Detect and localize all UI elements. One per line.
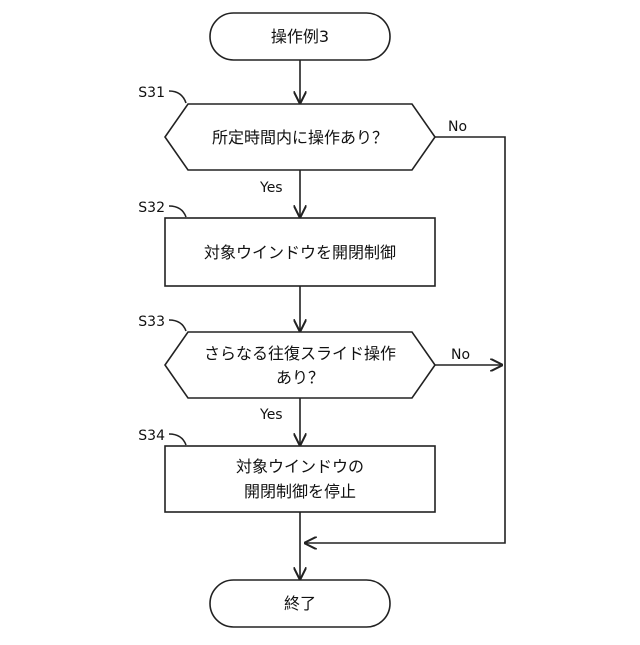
start-terminator: 操作例3 (210, 13, 390, 60)
s31-yes-label: Yes (259, 180, 283, 196)
s34-text-line2: 開閉制御を停止 (244, 482, 356, 501)
process-s32: 対象ウインドウを開閉制御 S32 (138, 200, 435, 286)
s32-step-id: S32 (138, 200, 165, 216)
end-terminator: 終了 (210, 580, 390, 627)
s34-step-id: S34 (138, 428, 165, 444)
s31-text: 所定時間内に操作あり？ (212, 128, 388, 147)
s33-text-line2: あり？ (276, 368, 324, 387)
decision-s31: 所定時間内に操作あり？ S31 Yes No (138, 85, 467, 196)
s31-step-hook (169, 91, 186, 103)
s33-no-label: No (451, 347, 470, 363)
end-label: 終了 (284, 594, 316, 613)
s34-text-line1: 対象ウインドウの (236, 457, 364, 476)
s34-step-hook (169, 434, 186, 445)
s33-step-id: S33 (138, 314, 165, 330)
s31-no-label: No (448, 119, 467, 135)
s33-step-hook (169, 320, 186, 331)
process-s34: 対象ウインドウの 開閉制御を停止 S34 (138, 428, 435, 512)
decision-s33: さらなる往復スライド操作 あり？ S33 Yes No (138, 314, 470, 423)
s33-yes-label: Yes (259, 407, 283, 423)
s31-step-id: S31 (138, 85, 165, 101)
start-label: 操作例3 (271, 27, 329, 46)
s32-step-hook (169, 206, 186, 217)
s32-text: 対象ウインドウを開閉制御 (204, 243, 396, 262)
s33-text-line1: さらなる往復スライド操作 (204, 344, 396, 363)
